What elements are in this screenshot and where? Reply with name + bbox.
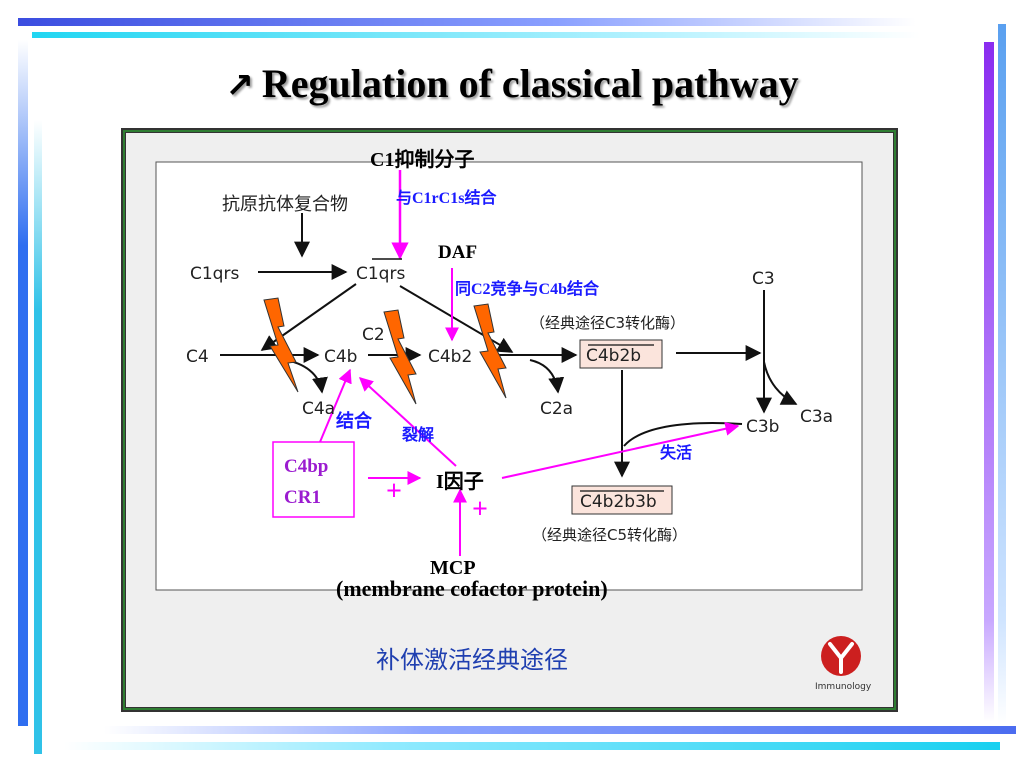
diagram-panel [155,161,863,591]
daf-label: DAF [438,242,477,263]
top-decor-bar-dark [18,18,916,26]
arrow-c1qrs-to-c2-cleavage [399,285,514,353]
node-c3: C3 [752,269,775,289]
top-decor-bar-light [32,32,920,38]
cleave-note: 裂解 [401,425,434,444]
arrow-c4bp-to-c4b [319,368,352,443]
lightning-bolt-icon-c4b2 [473,303,507,399]
slide-title-text: Regulation of classical pathway [261,61,799,106]
lightning-bolt-icon-c4 [263,297,299,393]
c4bp-cr1-box [272,441,355,518]
factor-i-label: I因子 [436,470,484,493]
c3-convertase-label: （经典途径C3转化酶） [530,314,685,332]
node-c4b2b3b: C4b2b3b [580,492,657,512]
node-c4b2: C4b2 [428,347,472,367]
inactivate-note: 失活 [660,443,692,462]
cr1-label: CR1 [284,487,321,508]
arrow-c3-to-c3a [763,361,798,405]
plus-sign-2: + [472,494,488,525]
node-c2a: C2a [540,399,573,419]
daf-note: 同C2竞争与C4b结合 [455,279,600,298]
lightning-bolt-icon-c4b [383,309,417,405]
arrow-c2-to-c2a [529,359,565,394]
arrow-factor-i-to-c3b [501,421,740,479]
node-c4b: C4b [324,347,357,367]
node-c2: C2 [362,325,385,345]
immunology-logo: Immunology [815,636,872,692]
node-c4a: C4a [302,399,335,419]
right-decor-bar-blue [998,24,1006,724]
mcp-label: MCP [430,557,476,579]
node-antigen-antibody: 抗原抗体复合物 [222,194,348,215]
right-decor-bar-purple [984,42,994,722]
logo-text: Immunology [815,682,872,692]
diagonal-arrow-icon: ↗ [225,66,254,106]
node-c4b2b: C4b2b [586,346,641,366]
c1-inhibitor-note: 与C1rC1s结合 [396,188,497,207]
node-c1qrs: C1qrs [190,264,239,284]
slide-title: ↗Regulation of classical pathway [0,60,1024,107]
bottom-decor-bar-blue [104,726,1016,734]
plus-sign-1: + [386,476,402,507]
antibody-y-icon [828,642,854,674]
node-c1qrs-active: C1qrs [356,264,405,284]
c1-inhibitor-label: C1抑制分子 [370,147,474,171]
bind-note: 结合 [336,410,373,431]
figure-caption: 补体激活经典途径 [376,646,568,674]
figure-green-border [123,130,896,710]
left-decor-bar-light [34,120,42,754]
node-c3b: C3b [746,417,779,437]
node-c3a: C3a [800,407,833,427]
mcp-full-name: (membrane cofactor protein) [336,576,608,601]
c5-convertase-label: （经典途径C5转化酶） [532,526,687,544]
arrow-c3b-to-c5-convertase [623,421,743,447]
bottom-decor-bar-cyan [64,742,1000,750]
c4bp-label: C4bp [284,456,328,477]
left-decor-bar-dark [18,40,28,726]
arrow-factor-i-to-c4b [358,377,457,467]
node-c4: C4 [186,347,209,367]
